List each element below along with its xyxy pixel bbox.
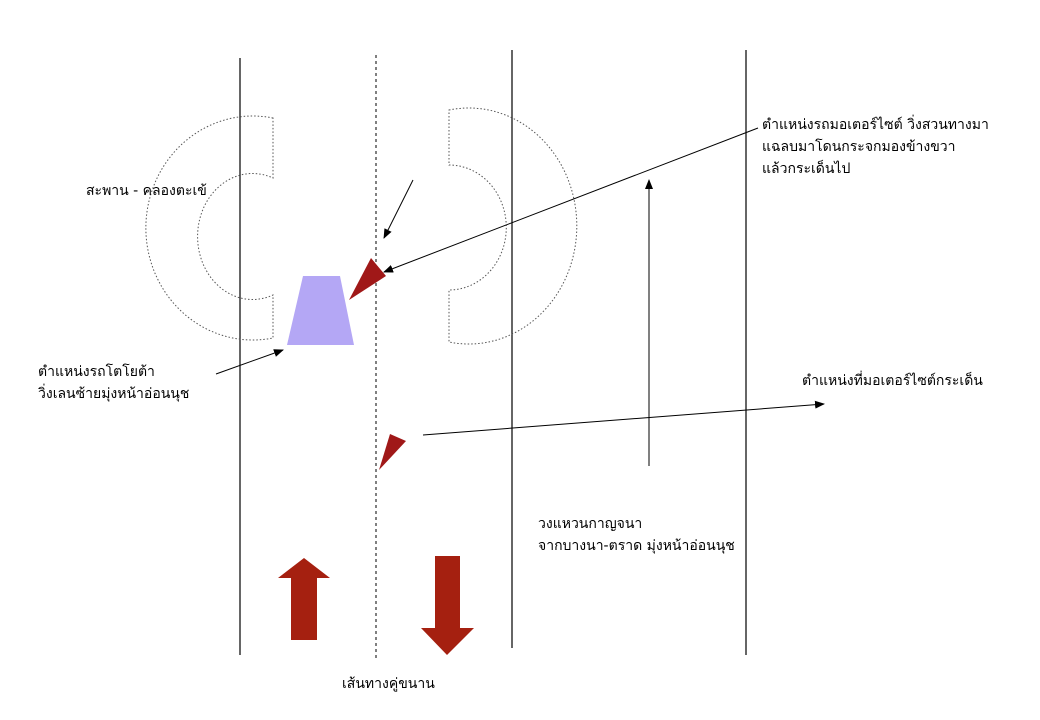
arrow-up-icon: [278, 558, 330, 640]
bridge-left-shape: [145, 115, 274, 341]
motorcycle-triangle-icon: [349, 258, 386, 300]
moto-label-pointer: [383, 127, 759, 273]
car-position-label: ตำแหน่งรถโตโยต้า วิ่งเลนซ้ายมุ่งหน้าอ่อน…: [38, 364, 190, 402]
frontage-road-label: เส้นทางคู่ขนาน: [342, 676, 435, 692]
moto-landing-pointer: [422, 400, 825, 436]
arrow-down-icon: [421, 556, 474, 655]
motorcycle-landing-icon: [379, 434, 406, 470]
impact-pointer: [383, 179, 414, 239]
car-trapezoid-icon: [287, 276, 354, 345]
bridge-right-shape: [448, 107, 578, 345]
car-label-pointer: [215, 349, 284, 375]
ring-road-label: วงแหวนกาญจนา จากบางนา-ตราด มุ่งหน้าอ่อนน…: [538, 516, 735, 554]
moto-position-label: ตำแหน่งรถมอเตอร์ไซต์ วิ่งสวนทางมา แฉลบมา…: [762, 117, 989, 177]
moto-landing-label: ตำแหน่งที่มอเตอร์ไซต์กระเด็น: [802, 373, 983, 389]
bridge-label: สะพาน - คลองตะเข้: [86, 183, 207, 199]
